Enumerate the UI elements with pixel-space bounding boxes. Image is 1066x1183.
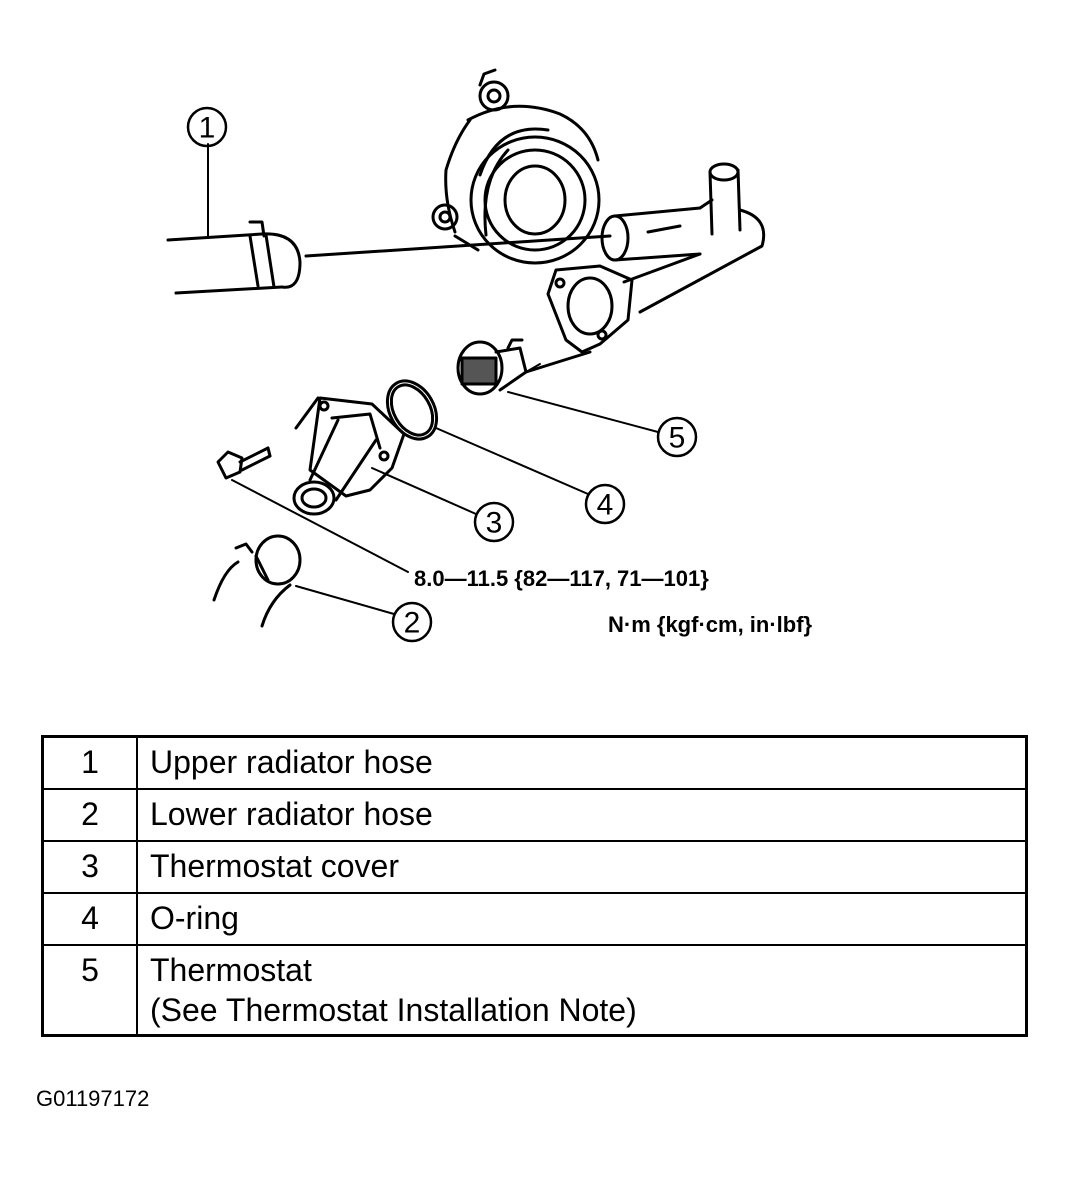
legend-description: O-ring <box>136 891 1028 946</box>
callout-circle-2 <box>391 601 433 643</box>
legend-description: Lower radiator hose <box>136 787 1028 842</box>
legend-description: Upper radiator hose <box>136 735 1028 790</box>
table-row: 3 Thermostat cover <box>41 839 1028 894</box>
callout-number-1: 1 <box>199 112 216 145</box>
torque-units: N·m {kgf·cm, in·lbf} <box>608 612 813 637</box>
legend-number: 1 <box>41 735 138 790</box>
thermostat-housing-flange <box>546 264 634 354</box>
callout-number-3: 3 <box>486 507 503 540</box>
lower-radiator-hose <box>212 534 302 628</box>
legend-number: 4 <box>41 891 138 946</box>
table-row: 4 O-ring <box>41 891 1028 946</box>
callout-number-2: 2 <box>404 607 421 640</box>
figure-code: G01197172 <box>36 1086 150 1111</box>
thermostat <box>456 338 592 396</box>
legend-description-note: (See Thermostat Installation Note) <box>150 991 637 1028</box>
torque-spec: 8.0—11.5 {82—117, 71—101} <box>414 566 709 591</box>
water-outlet-housing <box>600 162 766 314</box>
o-ring <box>385 379 439 441</box>
callout-circle-1 <box>186 106 228 148</box>
thermostat-cover <box>292 396 406 516</box>
legend-description-main: Thermostat <box>150 951 312 988</box>
legend-number: 3 <box>41 839 138 894</box>
legend-description: Thermostat cover <box>136 839 1028 894</box>
upper-radiator-hose <box>166 220 612 295</box>
legend-number: 2 <box>41 787 138 842</box>
legend-number: 5 <box>41 943 138 1036</box>
callout-number-5: 5 <box>669 422 686 455</box>
callout-circle-4 <box>584 483 626 525</box>
callout-circle-3 <box>473 501 515 543</box>
table-row: 5 Thermostat (See Thermostat Installatio… <box>41 943 1028 1036</box>
parts-legend-table: 1 Upper radiator hose 2 Lower radiator h… <box>41 735 1028 1037</box>
callout-number-4: 4 <box>597 489 614 522</box>
table-row: 1 Upper radiator hose <box>41 735 1028 790</box>
water-pump-pulley <box>431 68 601 265</box>
mounting-bolt <box>216 446 272 480</box>
table-row: 2 Lower radiator hose <box>41 787 1028 842</box>
exploded-diagram: 1 2 3 4 5 8.0—11.5 {82—117, 71—101} N·m … <box>166 68 813 643</box>
leader-lines <box>207 143 659 615</box>
legend-description: Thermostat (See Thermostat Installation … <box>136 943 1028 1036</box>
callout-circle-5 <box>656 416 698 458</box>
